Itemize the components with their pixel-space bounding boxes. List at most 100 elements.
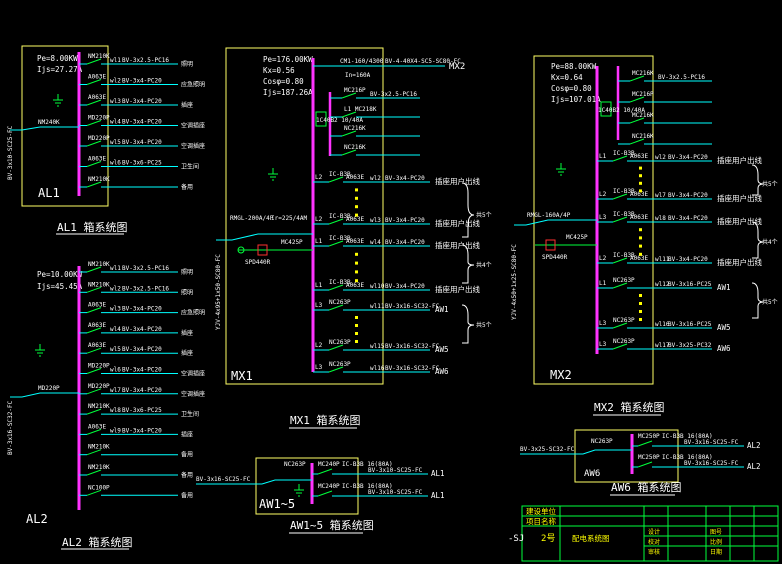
feeder-cable: BV-3x16-SC32-FC — [385, 343, 440, 350]
breaker-icon — [328, 366, 344, 373]
mx1-main-breaker: RMGL-200A/4P — [230, 215, 274, 222]
breaker-icon — [86, 469, 102, 476]
breaker-icon — [629, 138, 645, 145]
feeder-circuit: wl11 — [370, 303, 385, 310]
feeder-phase: L2 — [599, 191, 607, 198]
breaker-icon — [328, 176, 344, 183]
feeder-breaker: A063E — [88, 322, 106, 329]
title-drawing: 配电系统图 — [572, 533, 610, 543]
feeder-model: A063E — [346, 216, 364, 223]
feeder-breaker: MD220P — [88, 135, 110, 142]
mx1-top-cable: BV-4-40X4-SC5-SC80-FC — [385, 58, 461, 65]
feeder-breaker: A063E — [88, 94, 106, 101]
breaker-icon — [629, 117, 645, 124]
feeder-circuit: wl17 — [655, 342, 670, 349]
breaker-icon — [317, 468, 333, 475]
continuation-dot — [355, 270, 358, 274]
feeder-breaker: IC-B3B — [613, 188, 635, 195]
feeder-cable: BV-3x4-PC20 — [385, 217, 425, 224]
feeder-cable: BV-3x2.5-PC16 — [122, 285, 169, 292]
breaker-icon — [86, 181, 102, 188]
feeder-breaker: NM210K — [88, 53, 110, 60]
ground-icon — [35, 344, 45, 357]
al2-pe: Pe=10.00KW — [37, 270, 83, 279]
feeder-cable: BV-3x16-SC32-FC — [385, 365, 440, 372]
feeder-target: AL2 — [747, 462, 761, 471]
feeder-model: A063E — [346, 282, 364, 289]
feeder-breaker: MC250P — [638, 433, 660, 440]
continuation-dot — [639, 236, 642, 240]
sub-breaker: NC216K — [344, 125, 366, 132]
feeder-circuit: wl8 — [655, 215, 666, 222]
mx2-incoming-cable: YJV-4x50+1x25-SC80-FC — [511, 244, 518, 320]
feeder-cable: BV-3x4-PC20 — [122, 78, 162, 85]
breaker-icon — [86, 79, 102, 85]
title-row-right-3: 日期 — [710, 548, 722, 556]
mx2-spd: SPD440R — [542, 254, 568, 261]
continuation-dot — [639, 294, 642, 297]
breaker-icon — [86, 161, 102, 167]
feeder-phase: L3 — [315, 302, 323, 309]
feeder-cable: BV-3x16-PC25 — [668, 281, 712, 288]
mx1-top-rating: In=160A — [345, 72, 371, 79]
continuation-dot — [639, 244, 642, 248]
feeder-circuit: wl2 — [110, 78, 121, 85]
feeder-load: 插座用户出线 — [717, 257, 762, 267]
feeder-cable: BV-3x16-PC25 — [668, 321, 712, 328]
continuation-dot — [355, 279, 358, 283]
feeder-phase: L1 — [599, 153, 607, 160]
mx1-group-label-2: 共4个 — [476, 261, 492, 269]
feeder-load: AW6 — [435, 367, 449, 376]
continuation-dot — [355, 213, 358, 217]
feeder-breaker: MC250P — [638, 454, 660, 461]
feeder-breaker: NC263P — [613, 317, 635, 324]
sub-breaker: NC216K — [632, 133, 654, 140]
breaker-icon — [612, 257, 628, 264]
breaker-icon — [328, 240, 344, 247]
feeder-breaker: NC263P — [329, 339, 351, 346]
feeder-load: 插座 — [181, 349, 193, 357]
feeder-target: AL1 — [431, 491, 445, 500]
breaker-icon — [629, 75, 645, 82]
mx2-spd-breaker: MC425P — [566, 234, 588, 241]
feeder-phase: L2 — [315, 216, 323, 223]
mx1-kx: Kx=0.56 — [263, 66, 295, 75]
feeder-circuit: wl9 — [110, 427, 121, 434]
feeder-cable: BV-3x16-SC25-FC — [684, 439, 739, 446]
al1-name: AL1 — [38, 186, 60, 200]
mx1-caption: MX1 箱系统图 — [290, 413, 361, 427]
breaker-icon — [86, 347, 102, 354]
feeder-cable: BV-3x4-PC20 — [668, 192, 708, 199]
feeder-target: AL2 — [747, 441, 761, 450]
feeder-circuit: wl16 — [370, 365, 385, 372]
continuation-dot — [639, 318, 642, 321]
feeder-breaker: IC-B3B — [613, 211, 635, 218]
feeder-breaker: NC263P — [329, 299, 351, 306]
title-row-mid-3: 审核 — [648, 548, 660, 556]
ground-icon — [556, 163, 566, 176]
feeder-model: A063E — [630, 214, 648, 221]
mx1-main-breaker2: Ir=225/4AM — [271, 215, 308, 222]
aw6-incoming-breaker: NC263P — [591, 438, 613, 445]
feeder-load: AW6 — [717, 344, 731, 353]
feeder-phase: L1 — [315, 238, 323, 245]
breaker-icon — [328, 344, 344, 351]
feeder-load: 应急照明 — [181, 309, 205, 317]
feeder-breaker: MD220P — [88, 363, 110, 370]
feeder-load: 备用 — [181, 451, 193, 459]
mx2-group-label-3: 共5个 — [762, 298, 778, 306]
feeder-breaker: MD220P — [88, 115, 110, 122]
mx2-cos: Cosφ=0.80 — [551, 84, 592, 93]
feeder-load: 插座 — [181, 101, 193, 109]
mx2-main-breaker: RMGL-160A/4P — [527, 212, 571, 219]
sub-cable: BV-3x2.5-PC16 — [370, 91, 417, 98]
feeder-phase: L3 — [599, 214, 607, 221]
feeder-load: 照明 — [181, 289, 193, 296]
al2-incoming-breaker: MD220P — [38, 385, 60, 392]
feeder-circuit: wl8 — [110, 407, 121, 414]
aw15-caption: AW1~5 箱系统图 — [290, 518, 374, 532]
feeder-breaker: NC263P — [613, 277, 635, 284]
aw15-name: AW1~5 — [259, 497, 295, 511]
feeder-cable: BV-3x4-PC20 — [122, 119, 162, 126]
